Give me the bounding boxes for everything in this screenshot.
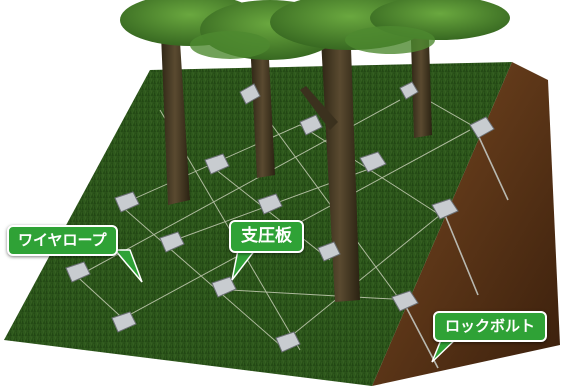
tree-trunks	[160, 10, 432, 302]
plate	[317, 241, 341, 262]
plate	[111, 311, 137, 333]
rock-bolts	[404, 134, 509, 369]
plate	[391, 290, 419, 312]
plate	[299, 114, 323, 136]
tree-canopy	[120, 0, 510, 60]
support-plates	[65, 81, 495, 353]
soil-cross-section	[372, 62, 560, 386]
plate	[204, 153, 230, 175]
plate	[257, 193, 283, 215]
plate	[469, 116, 495, 139]
plate	[65, 261, 91, 283]
rock-bolt-label: ロックボルト	[433, 311, 548, 342]
plate	[211, 276, 237, 298]
plate	[114, 191, 140, 213]
support-plate-label: 支圧板	[229, 220, 304, 253]
plate	[431, 198, 459, 220]
plate	[239, 83, 261, 105]
plate	[399, 81, 419, 100]
plate	[159, 231, 185, 253]
plate	[275, 331, 301, 353]
wire-rope-label: ワイヤロープ	[7, 225, 118, 256]
wire-rope-pointer	[113, 249, 143, 283]
plate	[359, 151, 387, 173]
